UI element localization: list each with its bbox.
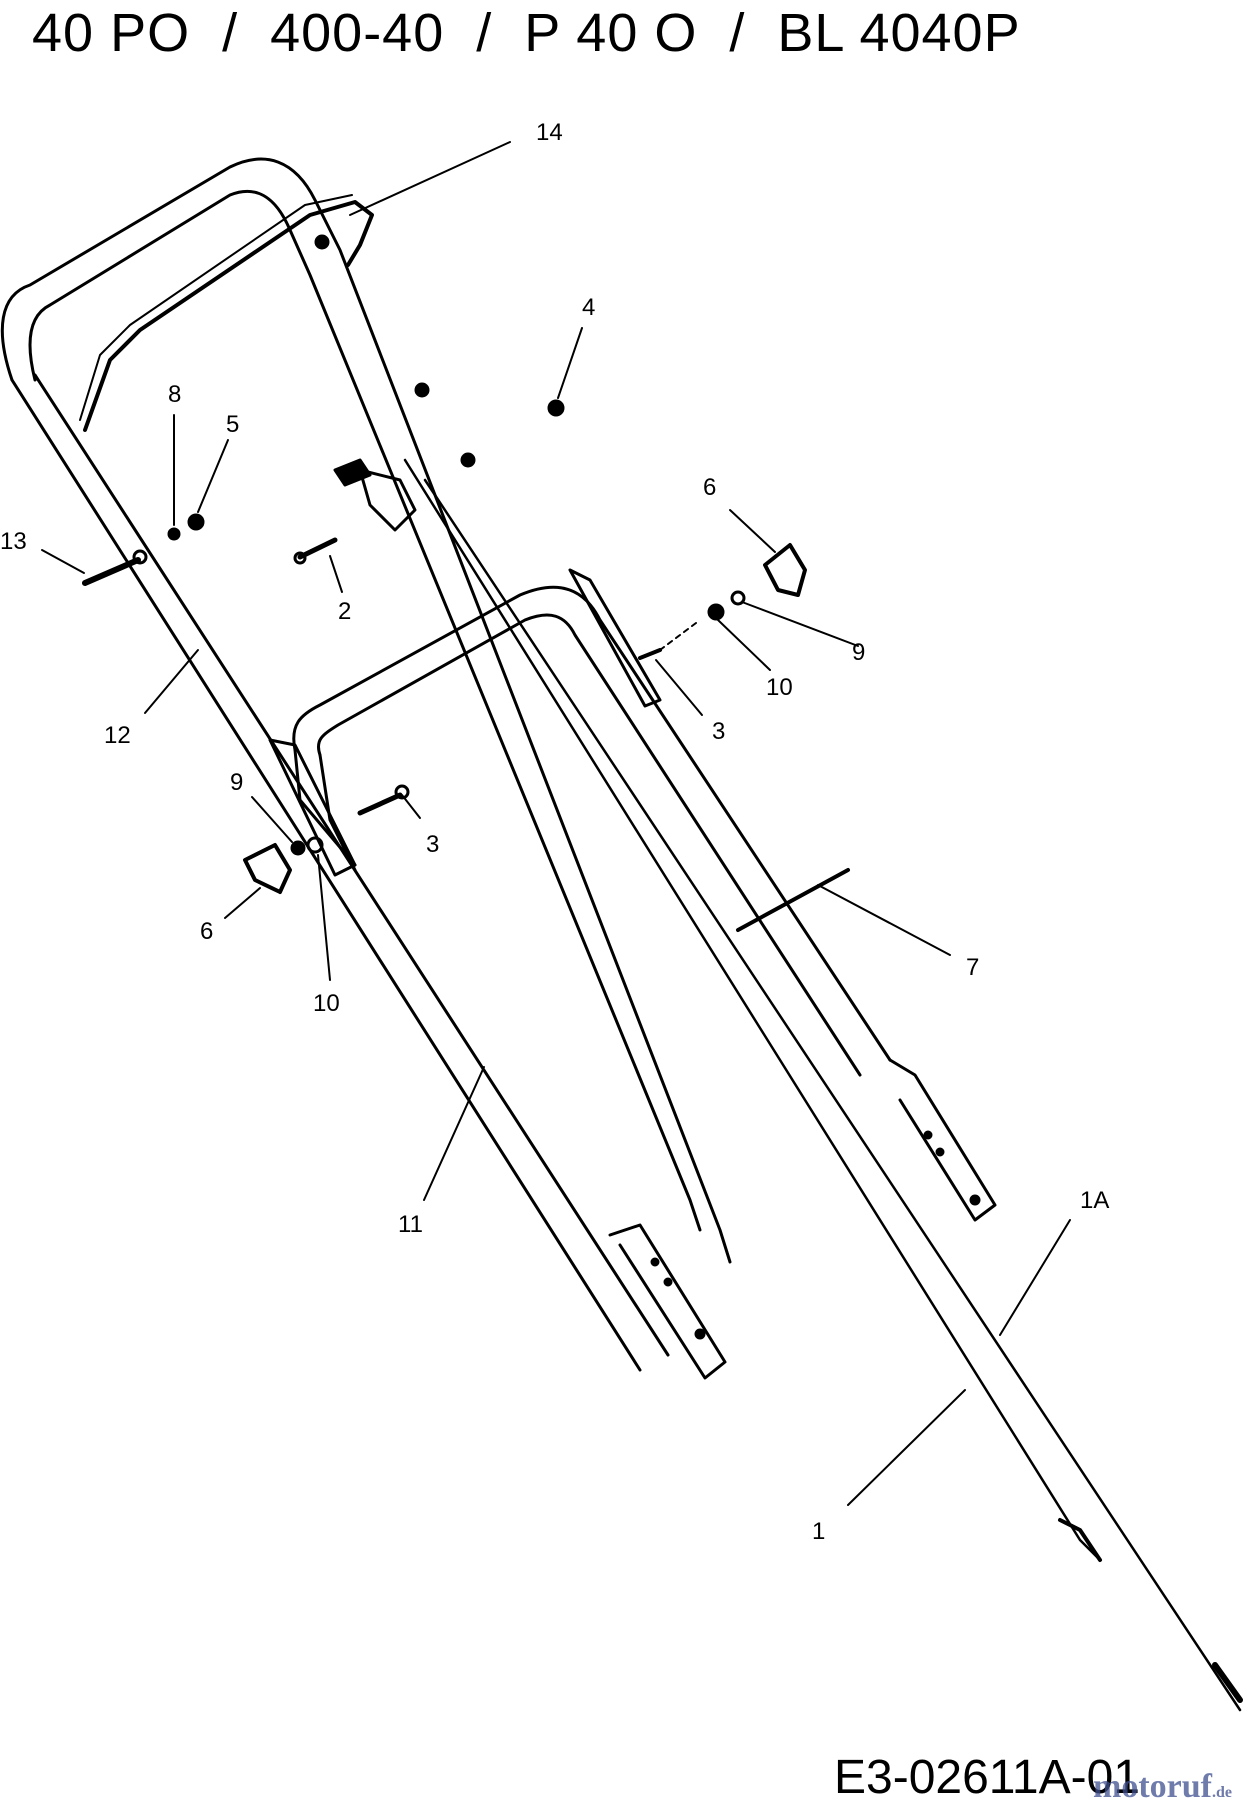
washer-9-left	[290, 840, 306, 856]
watermark-text: motoruf	[1093, 1768, 1212, 1805]
brake-lever-bar	[83, 200, 374, 432]
bolt-2	[297, 537, 338, 560]
callout-3-right: 3	[712, 718, 726, 745]
right-end-hole-2	[935, 1147, 945, 1157]
callout-2: 2	[338, 598, 352, 625]
leader-6-right	[729, 509, 776, 553]
leader-lines	[41, 141, 1071, 1506]
upper-handle-loop-inner	[28, 189, 702, 1232]
knob-6-left	[243, 843, 292, 894]
callout-6-right: 6	[703, 474, 717, 501]
lower-handle-left-leg-2	[318, 753, 357, 872]
callout-8: 8	[168, 381, 182, 408]
washer-9-right	[730, 590, 746, 606]
throttle-control-body	[358, 468, 417, 532]
upper-handle-loop-outer	[0, 157, 732, 1264]
washer-10-left	[306, 836, 324, 854]
callout-10-right: 10	[766, 674, 793, 701]
throttle-knob	[333, 458, 372, 487]
callout-11: 11	[398, 1211, 423, 1238]
leader-13	[41, 549, 85, 574]
rivet-1	[314, 234, 330, 250]
watermark-logo: motoruf.de	[1093, 1768, 1232, 1806]
cable-tie-7	[736, 868, 850, 932]
callout-7: 7	[966, 954, 980, 981]
bolt-3-left	[357, 792, 403, 816]
bolt-3-right	[638, 648, 662, 660]
callout-4: 4	[582, 294, 596, 321]
leader-3-left	[401, 794, 421, 819]
leader-10-left	[317, 854, 331, 981]
callout-12: 12	[104, 722, 131, 749]
upper-handle-left-end	[608, 1223, 727, 1380]
rivet-2	[414, 382, 430, 398]
bolt-2-head	[293, 551, 307, 565]
callout-3-left: 3	[426, 831, 440, 858]
washer-8	[167, 527, 181, 541]
lower-handle-right-end	[888, 1058, 997, 1222]
leader-7	[817, 884, 951, 956]
right-bracket-plate	[568, 568, 662, 708]
bolt-13	[82, 557, 141, 586]
leader-9-right	[741, 601, 859, 647]
leader-1	[847, 1389, 966, 1506]
left-bracket-plate	[268, 738, 357, 877]
callout-5: 5	[226, 411, 240, 438]
leader-5	[197, 439, 229, 513]
callout-6-left: 6	[200, 918, 214, 945]
leader-4	[557, 327, 583, 399]
rivet-3	[460, 452, 476, 468]
upper-handle-left-leg-outer	[10, 378, 642, 1372]
right-end-hole-3	[969, 1194, 981, 1206]
page-title: 40 PO / 400-40 / P 40 O / BL 4040P	[32, 3, 1021, 63]
watermark-tld: .de	[1211, 1784, 1232, 1801]
brake-lever-bar-inner	[79, 194, 353, 421]
throttle-cable	[423, 478, 1242, 1712]
callout-13: 13	[0, 528, 27, 555]
callout-10-left: 10	[313, 990, 340, 1017]
bolt-13-head	[132, 549, 148, 565]
callout-1: 1	[812, 1518, 826, 1545]
leader-10-right	[717, 619, 771, 671]
leader-12	[144, 649, 199, 714]
lower-handle-loop-inner	[316, 613, 862, 1077]
left-end-hole-1	[650, 1257, 660, 1267]
cable-end-1	[1058, 1518, 1102, 1562]
callout-14: 14	[536, 119, 563, 146]
nut-5	[187, 513, 205, 531]
left-end-hole-3	[694, 1328, 706, 1340]
leader-14	[349, 141, 511, 216]
leader-9-left	[251, 796, 293, 843]
leader-11	[423, 1066, 485, 1201]
right-end-hole-1	[923, 1130, 933, 1140]
lower-handle-loop-outer	[292, 585, 892, 1062]
nut-4	[547, 399, 565, 417]
left-end-hole-2	[663, 1277, 673, 1287]
dashed-line-right	[659, 619, 701, 651]
brake-cable	[403, 458, 1102, 1562]
knob-6-right	[763, 543, 807, 597]
callout-9-left: 9	[230, 769, 244, 796]
leader-1A	[999, 1219, 1071, 1336]
bolt-3-left-head	[394, 784, 410, 800]
callout-9-right: 9	[852, 639, 866, 666]
leader-2	[329, 555, 343, 593]
document-code: E3-02611A-01	[834, 1751, 1140, 1804]
washer-10-right	[707, 603, 725, 621]
callout-1A: 1A	[1080, 1187, 1110, 1214]
leader-6-left	[224, 887, 261, 919]
cable-end-1A	[1212, 1662, 1243, 1703]
leader-3-right	[655, 659, 703, 716]
